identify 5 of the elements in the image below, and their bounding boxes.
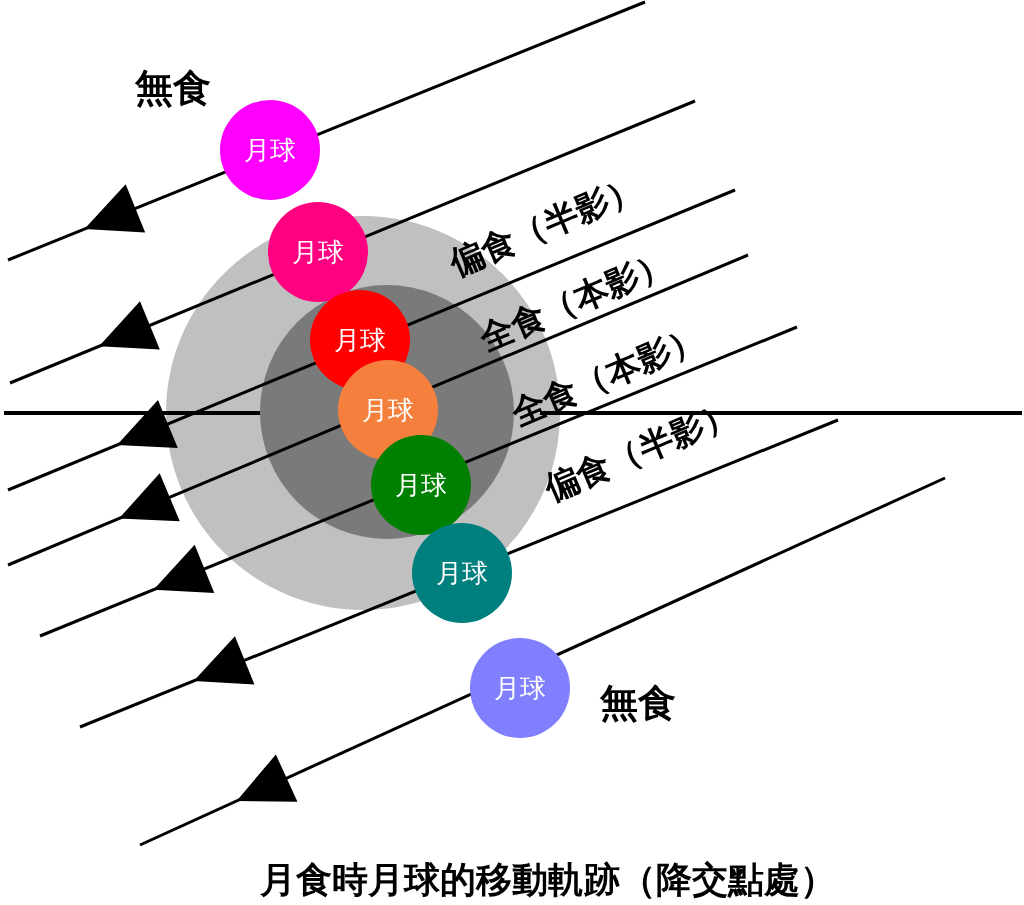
zone-label: 無食 [600,684,676,722]
moon-circle: 月球 [470,638,570,738]
moon-circle: 月球 [220,100,320,200]
caption: 月食時月球的移動軌跡（降交點處） [260,862,836,898]
zone-label: 無食 [135,69,211,107]
